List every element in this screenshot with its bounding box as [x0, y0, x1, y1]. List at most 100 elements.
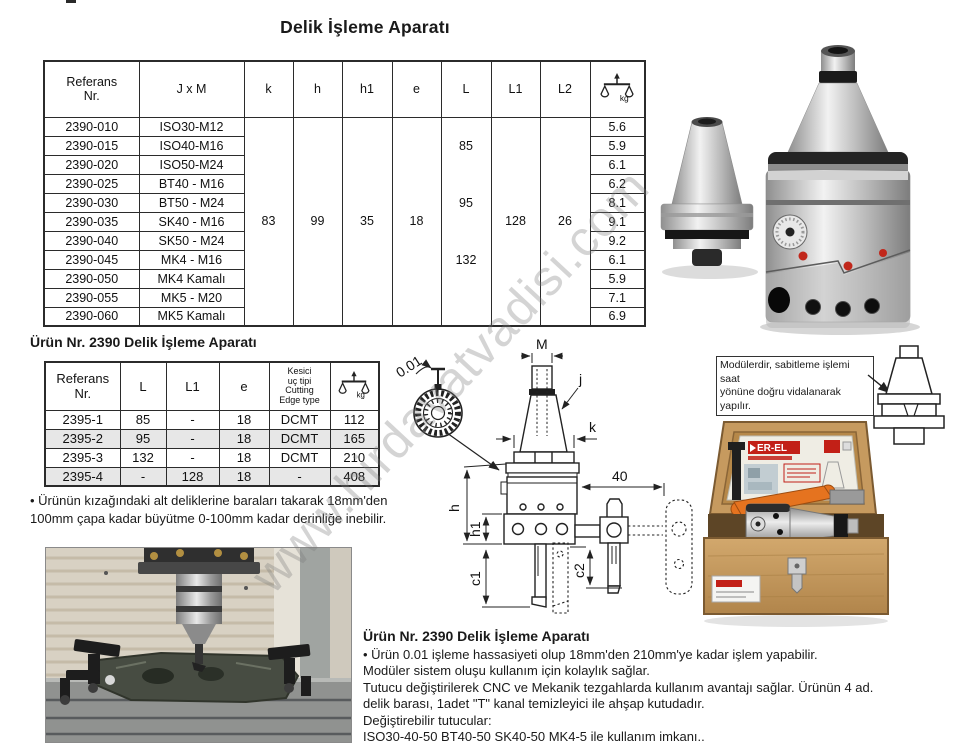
- boring-head-outline: [500, 365, 580, 608]
- cell: ISO50-M24: [138, 154, 245, 175]
- dim-40: 40: [612, 468, 628, 484]
- cell: 6.1: [589, 249, 646, 270]
- cell: SK50 - M24: [138, 230, 245, 251]
- main-spec-table: Referans Nr. J x M k h h1 e L L1 L2 kg 2…: [43, 60, 646, 327]
- cell: 6.2: [589, 173, 646, 194]
- kg-unit-label: kg: [357, 390, 365, 399]
- cell: MK4 Kamalı: [138, 268, 245, 289]
- cell-l-shared: 85 95 132: [440, 116, 492, 327]
- kg-unit-label: kg: [620, 93, 629, 103]
- cell: 7.1: [589, 287, 646, 308]
- table-header-row: Referans Nr. J x M k h h1 e L L1 L2 kg: [43, 60, 646, 118]
- cell: 2390-045: [43, 249, 140, 270]
- cell: 18: [218, 447, 270, 468]
- l-value: 85: [459, 138, 473, 153]
- cell: 95: [119, 428, 167, 449]
- cell: -: [268, 466, 331, 487]
- clamps: [60, 639, 311, 700]
- col-e: e: [391, 60, 442, 118]
- cell: 2395-4: [44, 466, 121, 487]
- col-referans: Referans Nr.: [44, 361, 121, 411]
- cell: 165: [329, 428, 380, 449]
- cell: MK5 - M20: [138, 287, 245, 308]
- cell: 5.9: [589, 268, 646, 289]
- cell: 5.9: [589, 135, 646, 156]
- cell: 128: [165, 466, 220, 487]
- cell: 2390-060: [43, 306, 140, 327]
- cell: 8.1: [589, 192, 646, 213]
- col-referans: Referans Nr.: [43, 60, 140, 118]
- cell: 2390-020: [43, 154, 140, 175]
- cell: 210: [329, 447, 380, 468]
- dim-h: h: [446, 504, 462, 512]
- technical-drawing: 0.01 M j k h h1 c1 c2 40: [393, 336, 693, 614]
- cell: 2395-1: [44, 409, 121, 430]
- product-photo: [660, 45, 920, 335]
- cell: SK40 - M16: [138, 211, 245, 232]
- page-title: Delik İşleme Aparatı: [280, 17, 450, 37]
- taper-holder-sketch: [873, 345, 945, 445]
- cell: -: [165, 447, 220, 468]
- cell: 85: [119, 409, 167, 430]
- cell: 2390-050: [43, 268, 140, 289]
- cell: ISO40-M16: [138, 135, 245, 156]
- t-wrench-dashed: [628, 499, 693, 595]
- tool-holder-small: [660, 117, 754, 266]
- cell-l1-shared: 128: [490, 116, 541, 327]
- cell: 2390-010: [43, 116, 140, 137]
- cell: 112: [329, 409, 380, 430]
- cell: 2390-055: [43, 287, 140, 308]
- cell: 6.9: [589, 306, 646, 327]
- cell: -: [165, 428, 220, 449]
- col-weight: kg: [329, 361, 380, 411]
- cell: 2395-2: [44, 428, 121, 449]
- l-value: 132: [455, 252, 477, 267]
- cell: BT40 - M16: [138, 173, 245, 194]
- dim-h1: h1: [467, 521, 483, 537]
- usage-note: • Ürünün kızağındaki alt deliklerine bar…: [30, 493, 388, 526]
- dim-c1: c1: [467, 571, 483, 586]
- col-h: h: [292, 60, 343, 118]
- description-line: Modüler sistem oluşu kullanım için kolay…: [363, 663, 650, 679]
- cell: DCMT: [268, 447, 331, 468]
- boring-head-photo: [765, 45, 911, 328]
- cell-l2-shared: 26: [539, 116, 591, 327]
- cell: 408: [329, 466, 380, 487]
- dimension-lines: [463, 352, 665, 608]
- cell: 9.1: [589, 211, 646, 232]
- cell-h1-shared: 35: [341, 116, 393, 327]
- cell: -: [119, 466, 167, 487]
- col-cutting-edge: Kesici uç tipi Cutting Edge type: [268, 361, 331, 411]
- cell: -: [165, 409, 220, 430]
- variant-table: Referans Nr. L L1 e Kesici uç tipi Cutti…: [44, 361, 380, 487]
- wooden-box-photo: ER-EL: [703, 421, 889, 627]
- description-line: • Ürün 0.01 işleme hassasiyeti olup 18mm…: [363, 647, 818, 662]
- cell: 2390-040: [43, 230, 140, 251]
- description-line: Değiştirebilir tutucular:: [363, 712, 492, 728]
- dim-k: k: [589, 419, 597, 435]
- cell: 18: [218, 466, 270, 487]
- dim-j: j: [578, 371, 582, 387]
- description-line: Tutucu değiştirilerek CNC ve Mekanik tez…: [363, 679, 874, 695]
- section-heading: Ürün Nr. 2390 Delik İşleme Aparatı: [30, 334, 257, 350]
- col-h1: h1: [341, 60, 393, 118]
- cell: MK5 Kamalı: [138, 306, 245, 327]
- box-front: [703, 537, 889, 615]
- description-line: ISO30-40-50 BT40-50 SK40-50 MK4-5 ile ku…: [363, 729, 705, 745]
- cell-k-shared: 83: [243, 116, 294, 327]
- col-k: k: [243, 60, 294, 118]
- dial-graduation-detail: [413, 367, 463, 438]
- cell: MK4 - M16: [138, 249, 245, 270]
- table-row: 2390-010 ISO30-M12 83 99 35 18 85 95 132…: [43, 116, 646, 327]
- l-value: 95: [459, 195, 473, 210]
- col-l: L: [440, 60, 492, 118]
